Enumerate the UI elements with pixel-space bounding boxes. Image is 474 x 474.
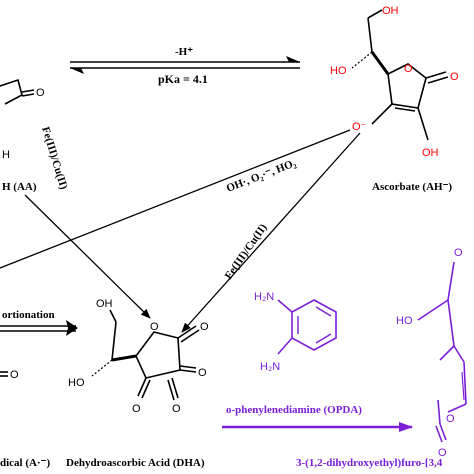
ascorbate-ring-o: O (404, 63, 413, 75)
dha-o-left: O (132, 403, 141, 415)
dha-ring-o: O (150, 321, 159, 333)
ascorbate-label: Ascorbate (AH⁻) (372, 181, 452, 193)
radical-o: O (10, 369, 19, 381)
dha-structure: OH HO O O O O O Dehydroascorbic Acid (DH… (66, 298, 209, 469)
ascorbate-o-minus: O⁻ (352, 121, 367, 133)
opda-nh2-top: H₂N (254, 291, 274, 303)
opda-reagent-label: o-phenylenediamine (OPDA) (226, 404, 362, 416)
product-o-top: O (454, 247, 463, 259)
ascorbate-structure: OH HO O O O⁻ OH Ascorbate (AH⁻) (330, 5, 459, 193)
dha-o-lactone: O (200, 321, 209, 333)
deprotonation-equilibrium: -H⁺ pKa = 4.1 (70, 46, 300, 86)
radical-label: dical (A·⁻) (0, 457, 50, 469)
dha-label: Dehydroascorbic Acid (DHA) (66, 457, 205, 469)
opda-nh2-bottom: H₂N (260, 361, 280, 373)
deprotonation-label: -H⁺ (175, 46, 193, 58)
product-structure: O HO O O 3-(1,2-dihydroxyethyl)furo-[3,4 (296, 247, 467, 469)
product-o-bottom: O (438, 447, 447, 459)
fe-cu-right-label: Fe(III)/Cu(II) (223, 222, 270, 282)
aa-label: H (AA) (2, 181, 37, 193)
oxidants-label: OH·, O₂·⁻, HO₂ (225, 157, 299, 195)
disproportionation-arrow: ortionation (0, 309, 78, 336)
dha-ho: HO (68, 377, 85, 389)
aa-h-atom: H (2, 149, 10, 161)
aa-carbonyl-o: O (36, 87, 45, 99)
dha-o-bottom: O (172, 403, 181, 415)
product-o-mid: O (446, 413, 455, 425)
ascorbate-oh-bottom: OH (422, 147, 439, 159)
aa-to-dha-arrow: Fe(III)/Cu(II) (24, 125, 151, 319)
ascorbic-acid-fragment: O H H (AA) (0, 78, 45, 193)
product-ho: HO (396, 315, 413, 327)
opda-structure: H₂N H₂N (254, 291, 337, 373)
ascorbate-oh-top: OH (382, 5, 399, 17)
ascorbate-carbonyl-o: O (450, 71, 459, 83)
disproportionation-label: ortionation (2, 309, 55, 321)
dha-o-right: O (198, 367, 207, 379)
dha-oh-top: OH (96, 298, 113, 310)
pka-label: pKa = 4.1 (158, 72, 208, 86)
dha-to-product-arrow: o-phenylenediamine (OPDA) (222, 404, 413, 432)
ascorbate-ho: HO (330, 65, 347, 77)
product-label: 3-(1,2-dihydroxyethyl)furo-[3,4 (296, 457, 443, 469)
radical-fragment: O dical (A·⁻) (0, 369, 50, 469)
fe-cu-left-label: Fe(III)/Cu(II) (39, 125, 70, 191)
